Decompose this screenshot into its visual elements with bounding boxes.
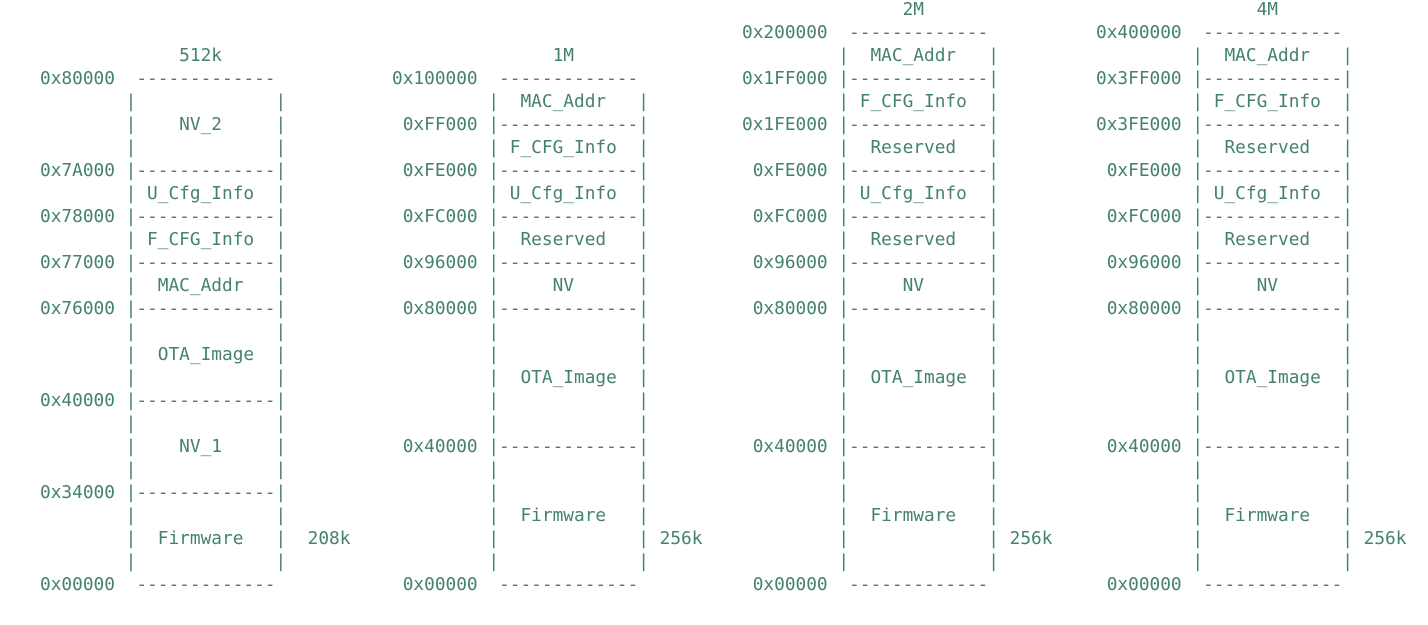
- memory-map-4m: 4M 0x400000 ------------- | MAC_Addr | 0…: [1096, 0, 1407, 595]
- memory-map-2m: 2M 0x200000 ------------- | MAC_Addr | 0…: [742, 0, 1053, 595]
- memory-map-1m: 1M 0x100000 ------------- | MAC_Addr | 0…: [392, 45, 703, 595]
- memory-map-512k: 512k 0x80000 ------------- | | | NV_2 | …: [40, 45, 351, 595]
